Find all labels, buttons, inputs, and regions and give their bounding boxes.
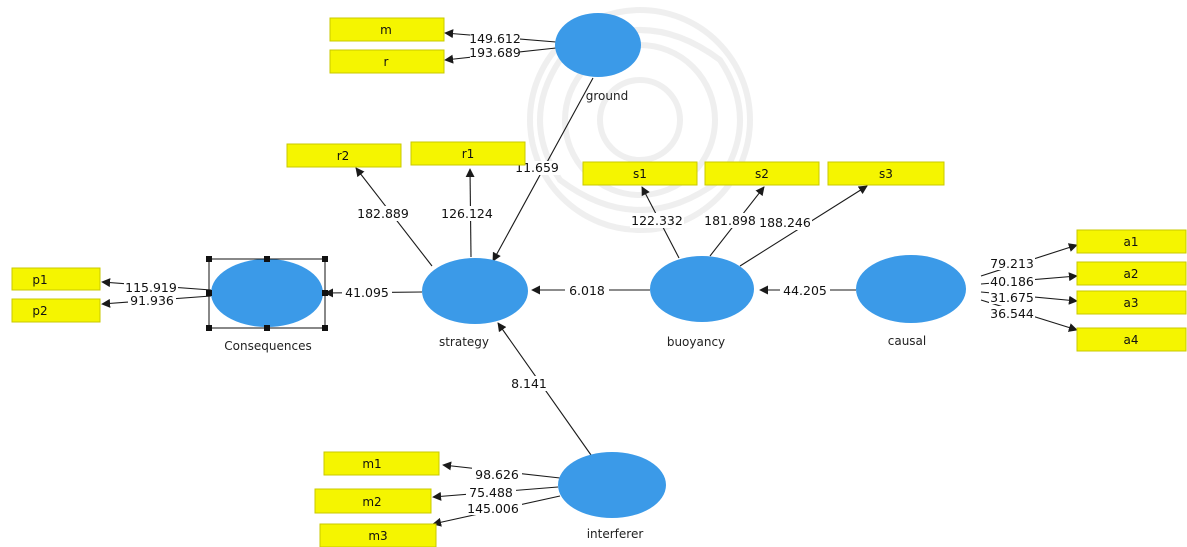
selection-handles [206, 256, 328, 331]
path-label-ground-m: 149.612 [469, 31, 521, 46]
path-label-consequences-p1: 115.919 [124, 280, 178, 295]
svg-text:r1: r1 [462, 147, 475, 161]
svg-text:98.626: 98.626 [475, 467, 519, 482]
svg-text:a4: a4 [1124, 333, 1139, 347]
path-label-interferer-m2: 75.488 [466, 485, 516, 500]
construct-consequences[interactable]: Consequences [206, 256, 328, 353]
path-label-causal-a1: 79.213 [989, 256, 1035, 271]
svg-text:193.689: 193.689 [469, 45, 521, 60]
svg-text:m3: m3 [368, 529, 387, 543]
path-label-strategy-r1: 126.124 [440, 206, 494, 221]
svg-text:buoyancy: buoyancy [667, 335, 725, 349]
indicators: m r r2 r1 s1 s2 s3 a1 a2 a3 a4 p1 p2 m1 … [11, 17, 1187, 547]
svg-text:188.246: 188.246 [759, 215, 811, 230]
indicator-m1[interactable]: m1 [323, 451, 440, 476]
svg-text:interferer: interferer [587, 527, 644, 541]
svg-text:m: m [380, 23, 392, 37]
indicator-a3[interactable]: a3 [1076, 290, 1187, 315]
svg-text:a1: a1 [1124, 235, 1139, 249]
svg-text:122.332: 122.332 [631, 213, 683, 228]
svg-text:91.936: 91.936 [130, 293, 174, 308]
svg-text:m1: m1 [362, 457, 381, 471]
indicator-r[interactable]: r [329, 49, 445, 74]
svg-text:31.675: 31.675 [990, 290, 1034, 305]
path-label-causal-a4: 36.544 [989, 306, 1035, 321]
svg-text:s1: s1 [633, 167, 647, 181]
constructs: ground strategy Consequences buoyanc [206, 13, 966, 541]
svg-text:r: r [384, 55, 389, 69]
svg-text:strategy: strategy [439, 335, 489, 349]
indicator-a2[interactable]: a2 [1076, 261, 1187, 286]
svg-text:Consequences: Consequences [224, 339, 311, 353]
path-label-strategy-r2: 182.889 [356, 206, 410, 221]
svg-text:causal: causal [888, 334, 927, 348]
path-labels: 149.612 193.689 11.659 182.889 126.124 1… [124, 31, 1035, 516]
svg-text:6.018: 6.018 [569, 283, 605, 298]
path-label-interferer-strategy: 8.141 [507, 376, 551, 391]
indicator-a4[interactable]: a4 [1076, 327, 1187, 352]
indicator-m3[interactable]: m3 [319, 523, 437, 547]
svg-text:s3: s3 [879, 167, 893, 181]
svg-text:a3: a3 [1124, 296, 1139, 310]
path-label-strategy-consequences: 41.095 [342, 285, 392, 300]
indicator-a1[interactable]: a1 [1076, 229, 1187, 254]
svg-text:a2: a2 [1124, 267, 1139, 281]
svg-text:149.612: 149.612 [469, 31, 521, 46]
indicator-r2[interactable]: r2 [286, 143, 402, 168]
construct-ground[interactable]: ground [555, 13, 641, 103]
construct-buoyancy[interactable]: buoyancy [650, 256, 754, 349]
svg-text:145.006: 145.006 [467, 501, 519, 516]
indicator-s1[interactable]: s1 [582, 161, 698, 186]
indicator-p2[interactable]: p2 [11, 298, 101, 323]
svg-text:182.889: 182.889 [357, 206, 409, 221]
path-label-buoyancy-s2: 181.898 [703, 213, 757, 228]
indicator-s2[interactable]: s2 [704, 161, 820, 186]
indicator-r1[interactable]: r1 [410, 141, 526, 166]
path-label-interferer-m3: 145.006 [464, 501, 522, 516]
indicator-m[interactable]: m [329, 17, 445, 42]
svg-text:115.919: 115.919 [125, 280, 177, 295]
svg-text:41.095: 41.095 [345, 285, 389, 300]
indicator-m2[interactable]: m2 [314, 488, 432, 514]
path-label-causal-a3: 31.675 [989, 290, 1035, 305]
svg-text:75.488: 75.488 [469, 485, 513, 500]
path-label-buoyancy-s1: 122.332 [630, 213, 684, 228]
svg-text:40.186: 40.186 [990, 274, 1034, 289]
svg-text:11.659: 11.659 [515, 160, 559, 175]
svg-text:p2: p2 [32, 304, 47, 318]
indicator-p1[interactable]: p1 [11, 267, 101, 291]
path-label-consequences-p2: 91.936 [128, 293, 176, 308]
svg-text:p1: p1 [32, 273, 47, 287]
svg-text:36.544: 36.544 [990, 306, 1034, 321]
svg-text:44.205: 44.205 [783, 283, 827, 298]
svg-text:79.213: 79.213 [990, 256, 1034, 271]
svg-text:181.898: 181.898 [704, 213, 756, 228]
path-label-causal-a2: 40.186 [989, 274, 1035, 289]
path-label-causal-buoyancy: 44.205 [780, 283, 830, 298]
construct-causal[interactable]: causal [856, 255, 966, 348]
indicator-s3[interactable]: s3 [827, 161, 945, 186]
construct-interferer[interactable]: interferer [558, 452, 666, 541]
svg-text:ground: ground [586, 89, 628, 103]
svg-text:126.124: 126.124 [441, 206, 493, 221]
construct-strategy[interactable]: strategy [422, 258, 528, 349]
svg-text:r2: r2 [337, 149, 350, 163]
path-label-buoyancy-strategy: 6.018 [565, 283, 609, 298]
path-label-buoyancy-s3: 188.246 [758, 215, 812, 230]
path-label-ground-r: 193.689 [469, 45, 521, 60]
svg-text:s2: s2 [755, 167, 769, 181]
path-label-interferer-m1: 98.626 [472, 467, 522, 482]
svg-text:m2: m2 [362, 495, 381, 509]
svg-text:8.141: 8.141 [511, 376, 547, 391]
